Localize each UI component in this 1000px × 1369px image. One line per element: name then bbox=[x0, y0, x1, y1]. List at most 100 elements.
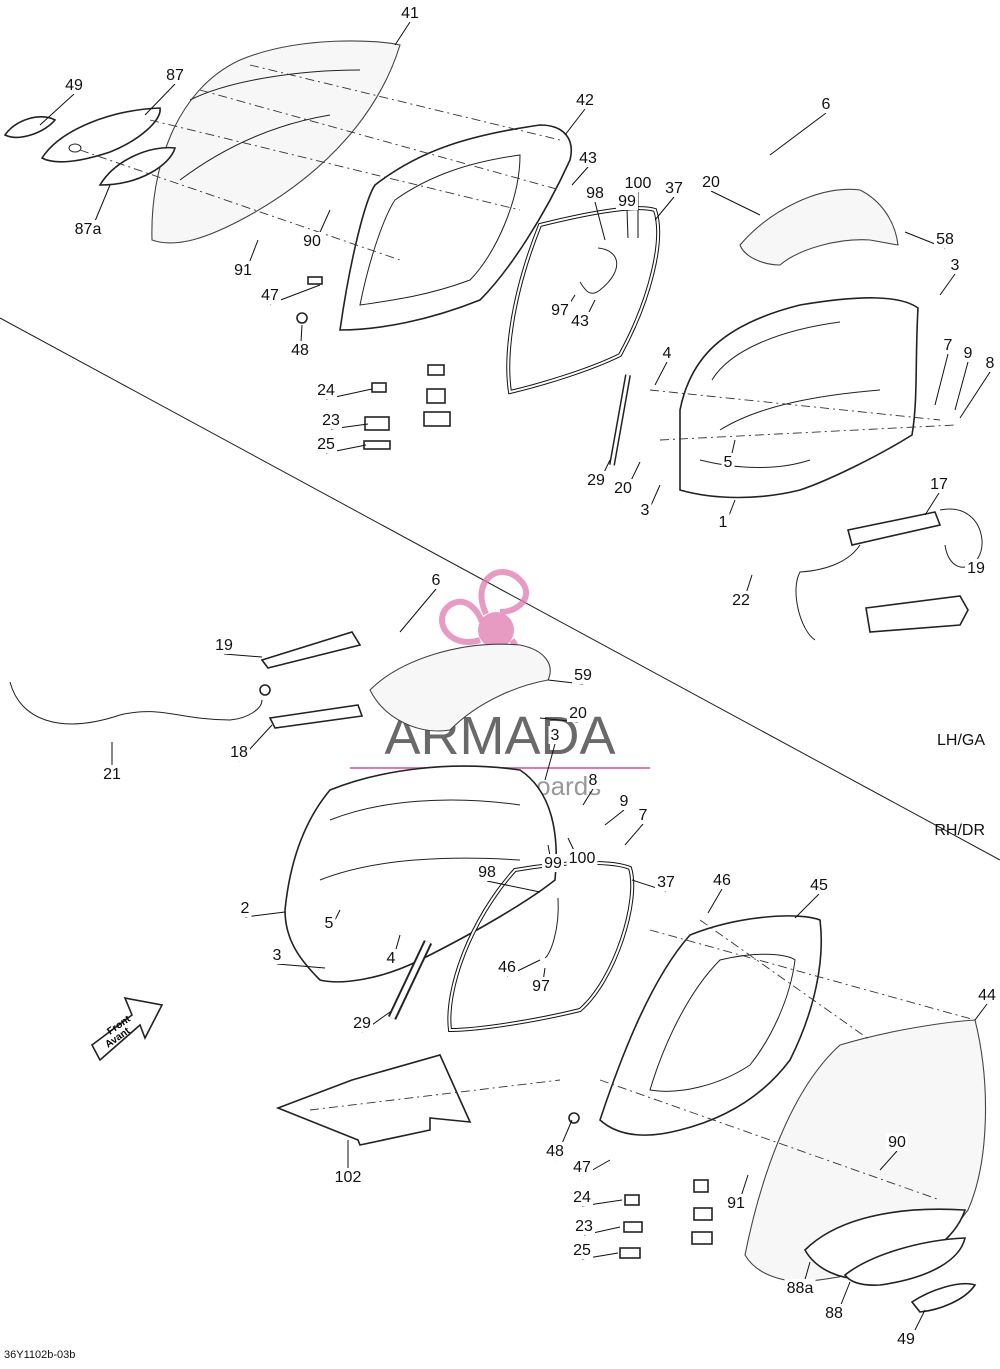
lower-callout-88: 88 bbox=[825, 1305, 843, 1322]
lower-label-bg bbox=[571, 1158, 593, 1176]
upper-label-bg bbox=[585, 471, 607, 489]
lower-label-bg bbox=[332, 1168, 364, 1186]
hinge-hardware-lower-right bbox=[568, 1112, 713, 1259]
upper-label-bg bbox=[616, 192, 638, 210]
lower-label-bg bbox=[351, 1014, 373, 1032]
part-37-seal-upper bbox=[506, 206, 661, 395]
lower-callout-21: 21 bbox=[103, 766, 121, 783]
part-45-lid-frame-rh bbox=[599, 915, 823, 1136]
upper-label-bg bbox=[232, 261, 254, 279]
upper-callout-98: 98 bbox=[586, 185, 604, 202]
upper-label-bg bbox=[983, 354, 997, 372]
lower-label-bg bbox=[711, 871, 733, 889]
lower-leader-line bbox=[624, 823, 644, 846]
lower-callout-2: 2 bbox=[241, 900, 250, 917]
upper-callout-43: 43 bbox=[571, 313, 589, 330]
upper-callout-48: 48 bbox=[291, 342, 309, 359]
upper-leader-line bbox=[954, 361, 969, 411]
upper-label-bg bbox=[72, 220, 104, 238]
lower-label-bg bbox=[567, 704, 589, 722]
zone-label-rh: RH/DR bbox=[934, 822, 985, 839]
part-59-upper-trim-lower bbox=[369, 643, 551, 732]
upper-callout-6: 6 bbox=[822, 96, 831, 113]
part-41-lid-cover bbox=[151, 40, 401, 244]
lower-callout-7: 7 bbox=[639, 807, 648, 824]
upper-label-bg bbox=[320, 411, 342, 429]
upper-callout-3: 3 bbox=[641, 502, 650, 519]
lower-callout-25: 25 bbox=[573, 1242, 591, 1259]
lower-callout-91: 91 bbox=[727, 1195, 745, 1212]
upper-label-bg bbox=[622, 174, 654, 192]
lower-leader-line bbox=[974, 1003, 988, 1021]
lower-leader-line bbox=[544, 743, 556, 781]
upper-callout-9: 9 bbox=[964, 345, 973, 362]
lower-leader-line bbox=[486, 880, 541, 893]
diagram-code: 36Y1102b-03b bbox=[4, 1349, 75, 1361]
zone-label-lh: LH/GA bbox=[937, 732, 985, 749]
lower-label-bg bbox=[784, 1279, 816, 1297]
upper-callout-91: 91 bbox=[234, 262, 252, 279]
lower-label-bg bbox=[548, 726, 562, 744]
lower-callout-100: 100 bbox=[569, 850, 596, 867]
lower-callout-98: 98 bbox=[478, 864, 496, 881]
upper-leader-line bbox=[769, 112, 827, 156]
upper-label-bg bbox=[577, 149, 599, 167]
upper-label-bg bbox=[164, 66, 186, 84]
upper-callout-99: 99 bbox=[618, 193, 636, 210]
upper-callout-87: 87 bbox=[166, 67, 184, 84]
lower-callout-48: 48 bbox=[546, 1143, 564, 1160]
part-18-latch-assembly-lower bbox=[9, 681, 364, 729]
upper-leader-line bbox=[924, 492, 940, 516]
upper-leader-line bbox=[710, 190, 761, 216]
lower-label-bg bbox=[542, 854, 564, 872]
upper-label-bg bbox=[716, 513, 730, 531]
lower-label-bg bbox=[228, 743, 250, 761]
lower-callout-47: 47 bbox=[573, 1159, 591, 1176]
lower-callout-49: 49 bbox=[897, 1331, 915, 1348]
part-49-gasket-rh bbox=[910, 1282, 977, 1313]
upper-label-bg bbox=[934, 230, 956, 248]
lower-label-bg bbox=[571, 1241, 593, 1259]
lower-label-bg bbox=[617, 792, 631, 810]
lower-label-bg bbox=[213, 636, 235, 654]
part-17-latch-assembly-upper bbox=[795, 508, 983, 641]
upper-leader-line bbox=[594, 201, 606, 241]
lower-label-bg bbox=[101, 765, 123, 783]
lower-leader-line bbox=[794, 893, 820, 919]
lower-leader-line bbox=[707, 888, 723, 914]
upper-label-bg bbox=[399, 4, 421, 22]
lower-label-bg bbox=[586, 771, 600, 789]
upper-callout-5: 5 bbox=[724, 454, 733, 471]
upper-label-bg bbox=[928, 475, 950, 493]
part-87a-insert bbox=[98, 146, 177, 186]
lower-label-bg bbox=[823, 1304, 845, 1322]
upper-callout-20: 20 bbox=[614, 480, 632, 497]
upper-label-bg bbox=[612, 479, 634, 497]
upper-callout-8: 8 bbox=[986, 355, 995, 372]
part-29-strut-lower bbox=[387, 940, 433, 1020]
upper-leader-line bbox=[39, 93, 75, 126]
lower-callout-19: 19 bbox=[215, 637, 233, 654]
lower-leader-line bbox=[223, 653, 263, 658]
lower-callout-8: 8 bbox=[589, 772, 598, 789]
part-49-gasket bbox=[3, 116, 57, 139]
upper-callout-37: 37 bbox=[665, 180, 683, 197]
upper-callout-7: 7 bbox=[944, 337, 953, 354]
lower-label-bg bbox=[573, 1217, 595, 1235]
lower-label-bg bbox=[976, 986, 998, 1004]
lower-callout-97: 97 bbox=[532, 978, 550, 995]
upper-callout-25: 25 bbox=[317, 436, 335, 453]
upper-callout-49: 49 bbox=[65, 77, 83, 94]
lower-label-bg bbox=[655, 873, 677, 891]
upper-callout-17: 17 bbox=[930, 476, 948, 493]
upper-callout-3: 3 bbox=[951, 257, 960, 274]
upper-leader-line bbox=[394, 21, 411, 46]
upper-callout-58: 58 bbox=[936, 231, 954, 248]
lower-callout-6: 6 bbox=[432, 572, 441, 589]
upper-label-bg bbox=[569, 312, 591, 330]
lower-callout-3: 3 bbox=[551, 727, 560, 744]
front-direction-arrow bbox=[90, 996, 164, 1062]
lower-label-bg bbox=[636, 806, 650, 824]
